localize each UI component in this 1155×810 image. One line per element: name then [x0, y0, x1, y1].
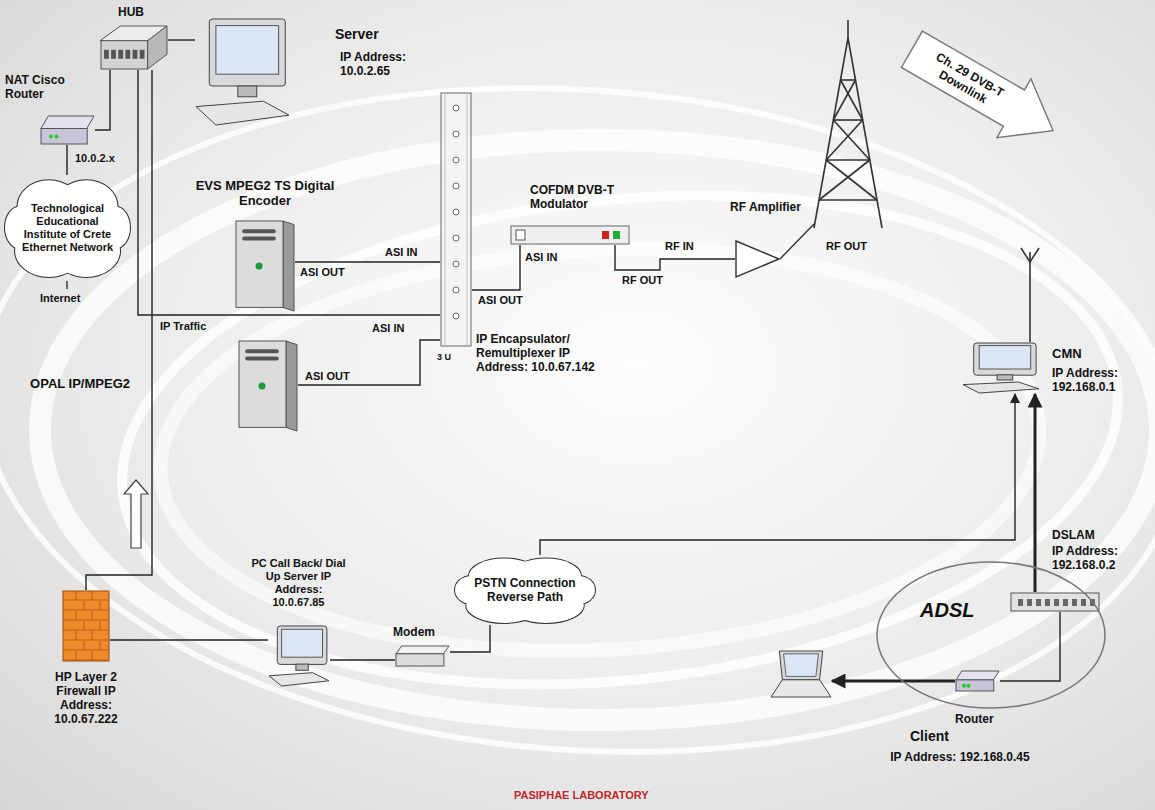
node-label: IP Encapsulator/ Remultiplexer IP Addres…	[476, 332, 601, 374]
encapsulator-rack: IP Encapsulator/ Remultiplexer IP Addres…	[440, 92, 472, 347]
node-label: ADSL	[920, 598, 1000, 622]
network-link	[298, 340, 440, 385]
laptop-icon	[770, 650, 832, 698]
node-label: Router	[955, 712, 1015, 726]
port-label: ASI OUT	[478, 294, 523, 307]
node-label: COFDM DVB-T Modulator	[530, 183, 640, 211]
pstn-cloud: PSTN Connection Reverse Path	[455, 555, 595, 625]
dialup-server: PC Call Back/ Dial Up Server IP Address:…	[268, 625, 330, 687]
adsl-zone: ADSL Router	[875, 560, 1107, 710]
port-label: RF OUT	[826, 240, 867, 253]
node-label: Client	[910, 728, 990, 745]
adsl-router: Router	[955, 670, 1000, 692]
port-label: RF IN	[665, 240, 694, 253]
node-label: EVS MPEG2 TS Digital Encoder	[175, 178, 355, 208]
node-label: IP Address: 192.168.0.2	[1052, 544, 1142, 572]
amp-icon	[735, 240, 780, 278]
network-link	[110, 639, 268, 640]
network-link	[540, 394, 1015, 555]
network-link	[66, 145, 67, 175]
receive-antenna	[1021, 248, 1039, 342]
port-label: ASI IN	[385, 246, 417, 259]
network-link	[1034, 394, 1037, 592]
link-label: 10.0.2.x	[75, 152, 115, 165]
node-label: CMN	[1052, 346, 1132, 361]
server-computer: ServerIP Address: 10.0.2.65	[195, 18, 290, 126]
upward-arrow	[124, 480, 148, 548]
port-label: Internet	[40, 292, 80, 305]
node-label: IP Address: 192.168.0.1	[1052, 366, 1147, 394]
tower-icon	[238, 340, 298, 432]
internet-link	[66, 281, 67, 289]
pc-icon	[268, 625, 330, 687]
network-link	[168, 39, 195, 40]
node-label: IP Address: 192.168.0.45	[870, 750, 1050, 764]
transmitter-tower	[814, 20, 882, 228]
lab-name: PASIPHAE LABORATORY	[514, 789, 649, 802]
encoder-unit: EVS MPEG2 TS Digital Encoder	[235, 220, 295, 312]
node-label: PC Call Back/ Dial Up Server IP Address:…	[251, 557, 346, 609]
modulator-icon	[510, 225, 630, 245]
modem-icon	[395, 645, 450, 667]
modem-device: Modem	[395, 645, 450, 667]
rack-icon	[440, 92, 472, 347]
network-link	[86, 70, 152, 590]
network-link	[95, 70, 110, 130]
node-label: DSLAM	[1052, 528, 1142, 542]
network-cloud: Technological Educational Institute of C…	[5, 175, 130, 280]
network-link	[450, 625, 490, 652]
network-link	[1000, 612, 1060, 681]
hub-icon	[100, 25, 168, 70]
network-link	[472, 245, 520, 290]
tower-icon	[235, 220, 295, 312]
node-label: RF Amplifier	[730, 200, 810, 214]
network-link	[295, 261, 440, 262]
downlink-arrow: Ch. 29 DVB-T Downlink	[894, 18, 1072, 161]
rf-amplifier: RF Amplifier	[735, 240, 780, 278]
firewall-device: HP Layer 2 Firewall IP Address: 10.0.67.…	[62, 590, 110, 662]
port-label: ASI IN	[372, 322, 404, 335]
port-label: ASI IN	[525, 251, 557, 264]
router-icon	[955, 670, 1000, 692]
port-label: ASI OUT	[300, 266, 345, 279]
node-label: IP Address: 10.0.2.65	[340, 50, 420, 78]
node-label: Server	[335, 26, 425, 43]
node-label: HP Layer 2 Firewall IP Address: 10.0.67.…	[40, 670, 132, 726]
node-label: NAT Cisco Router	[5, 73, 95, 101]
node-label: OPAL IP/MPEG2	[10, 376, 130, 391]
node-label: Modem	[393, 625, 453, 639]
pc-icon	[195, 18, 290, 126]
link-label: IP Traffic	[160, 320, 206, 333]
client-laptop: ClientIP Address: 192.168.0.45	[770, 650, 832, 698]
router-icon	[40, 115, 95, 145]
cmn-computer: CMNIP Address: 192.168.0.1	[962, 342, 1040, 394]
nat-router: NAT Cisco Router	[40, 115, 95, 145]
network-link	[138, 70, 440, 315]
modulator-unit: COFDM DVB-T Modulator	[510, 225, 630, 245]
network-link	[330, 659, 395, 660]
network-link	[832, 680, 955, 683]
firewall-icon	[62, 590, 110, 662]
hub-device: HUB	[100, 25, 168, 70]
port-label: 3 U	[437, 352, 451, 363]
node-label: Technological Educational Institute of C…	[19, 202, 116, 254]
pc-icon	[962, 342, 1040, 394]
port-label: ASI OUT	[305, 370, 350, 383]
port-label: RF OUT	[622, 274, 663, 287]
encoder-unit: OPAL IP/MPEG2	[238, 340, 298, 432]
background-swoosh	[0, 49, 1155, 791]
node-label: HUB	[118, 5, 168, 19]
node-label: PSTN Connection Reverse Path	[471, 576, 579, 604]
feed-line	[780, 224, 814, 259]
